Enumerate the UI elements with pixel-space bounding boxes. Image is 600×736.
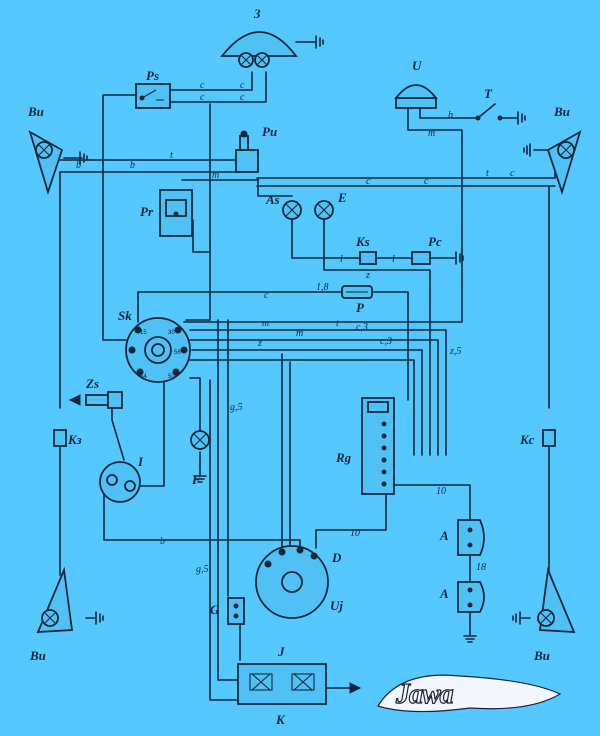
- wire-label-l: l: [392, 254, 395, 265]
- lamp-e: E: [314, 190, 347, 220]
- label-d: D: [331, 550, 342, 565]
- wire-label-c: c: [366, 176, 371, 187]
- switch-ks: Ks: [355, 234, 377, 265]
- regulator-rg: Rg: [335, 397, 395, 495]
- junction-j: J K: [237, 644, 327, 727]
- turn-signal-rear-right: Bu: [533, 566, 576, 663]
- wire-label-b: b: [160, 536, 165, 547]
- sk-terminal-15: 15: [140, 330, 147, 336]
- label-zs: Zs: [85, 376, 99, 391]
- label-headlamp: З: [253, 6, 261, 21]
- turn-signal-rear-left: Bu: [29, 566, 74, 663]
- wire-label-b: b: [76, 160, 81, 171]
- wire-label-z: z: [365, 270, 370, 281]
- fuse-p: P: [341, 285, 373, 315]
- label-turn-rr: Bu: [533, 648, 550, 663]
- logo-text: Jawa: [395, 679, 454, 710]
- wire-label-n18: 18: [476, 562, 486, 573]
- label-pc: Pc: [428, 234, 442, 249]
- ground-symbols: [68, 35, 531, 694]
- wire-label-g5b: g,5: [196, 564, 209, 575]
- label-rg: Rg: [335, 450, 352, 465]
- switch-g: G: [210, 597, 245, 625]
- label-coil: I: [137, 454, 144, 469]
- label-pr: Pr: [140, 204, 154, 219]
- wire-label-b: b: [130, 160, 135, 171]
- label-horn: U: [412, 58, 422, 73]
- horn-button: T: [475, 86, 503, 121]
- wire-label-c: c: [200, 80, 205, 91]
- sk-terminal-56: 56: [174, 350, 181, 356]
- label-horn-button: T: [484, 86, 493, 101]
- label-g: G: [210, 602, 220, 617]
- label-battery-top: A: [439, 528, 449, 543]
- label-e: E: [337, 190, 347, 205]
- ignition-coil: I: [99, 454, 144, 503]
- label-as: As: [265, 192, 280, 207]
- lamp-as: As: [265, 192, 302, 220]
- label-kc: Kc: [519, 432, 535, 447]
- wire-label-z5: z,5: [449, 346, 461, 357]
- label-pu: Pu: [262, 124, 277, 139]
- wire-label-c: c: [240, 92, 245, 103]
- wire-labels: c c c c b b t m c c t c b m l l z c 1,8 …: [76, 80, 515, 575]
- label-uj: Uj: [330, 598, 343, 613]
- wire-label-t: t: [486, 168, 489, 179]
- wire-label-c: c: [200, 92, 205, 103]
- label-battery-bottom: A: [439, 586, 449, 601]
- sk-terminal-54: 54: [140, 374, 147, 380]
- label-p: P: [356, 300, 365, 315]
- wire-label-t: t: [336, 318, 339, 329]
- wire-label-m: m: [428, 128, 435, 139]
- label-j: J: [277, 644, 285, 659]
- battery-top: A: [439, 519, 485, 556]
- lamp-f: F: [190, 430, 210, 487]
- wire-label-c: c: [264, 290, 269, 301]
- pu-switch: Pu: [235, 124, 277, 173]
- dynamo: D Uj: [255, 545, 343, 619]
- wire-label-c: c: [240, 80, 245, 91]
- wire-label-m: m: [296, 328, 303, 339]
- turn-signal-front-right: Bu: [546, 104, 582, 195]
- label-sk: Sk: [118, 308, 132, 323]
- label-k: K: [275, 712, 286, 727]
- label-ks: Ks: [355, 234, 370, 249]
- wire-label-c: c: [510, 168, 515, 179]
- label-turn-fl: Bu: [27, 104, 44, 119]
- spark-plug-zs: Zs: [85, 376, 123, 409]
- wire-label-b: b: [448, 110, 453, 121]
- headlamp: З: [220, 6, 298, 68]
- wire-label-m: m: [212, 170, 219, 181]
- connector-kz: Kз: [53, 429, 82, 447]
- ignition-switch-sk: 15 30 56 54 50 Sk: [118, 308, 191, 383]
- wire-label-cz: c,3: [356, 322, 368, 333]
- sk-terminal-30: 30: [168, 330, 175, 336]
- wire-label-t: t: [170, 150, 173, 161]
- wire-label-cb: 1,8: [316, 282, 329, 293]
- sensor-pc: Pc: [411, 234, 442, 265]
- label-turn-rl: Bu: [29, 648, 46, 663]
- pr-relay: Pr: [140, 189, 193, 237]
- label-kz: Kз: [67, 432, 82, 447]
- battery-bottom: A: [439, 581, 485, 613]
- turn-signal-front-left: Bu: [27, 104, 64, 195]
- label-f: F: [191, 472, 201, 487]
- label-turn-fr: Bu: [553, 104, 570, 119]
- label-ps: Ps: [146, 68, 159, 83]
- horn: U: [394, 58, 438, 109]
- wire-label-n10: 10: [350, 528, 360, 539]
- wire-label-c3b: c,3: [380, 336, 392, 347]
- wires: [59, 41, 556, 701]
- wire-label-l: l: [340, 254, 343, 265]
- ps-switch: Ps: [135, 68, 171, 109]
- connector-kc: Kc: [519, 429, 556, 447]
- wire-label-c: c: [424, 176, 429, 187]
- wire-label-m: m: [262, 318, 269, 329]
- wire-label-g5: g,5: [230, 402, 243, 413]
- wire-label-n10: 10: [436, 486, 446, 497]
- sk-terminal-50: 50: [168, 374, 175, 380]
- jawa-logo: Jawa: [377, 674, 562, 713]
- wire-label-z: z: [257, 338, 262, 349]
